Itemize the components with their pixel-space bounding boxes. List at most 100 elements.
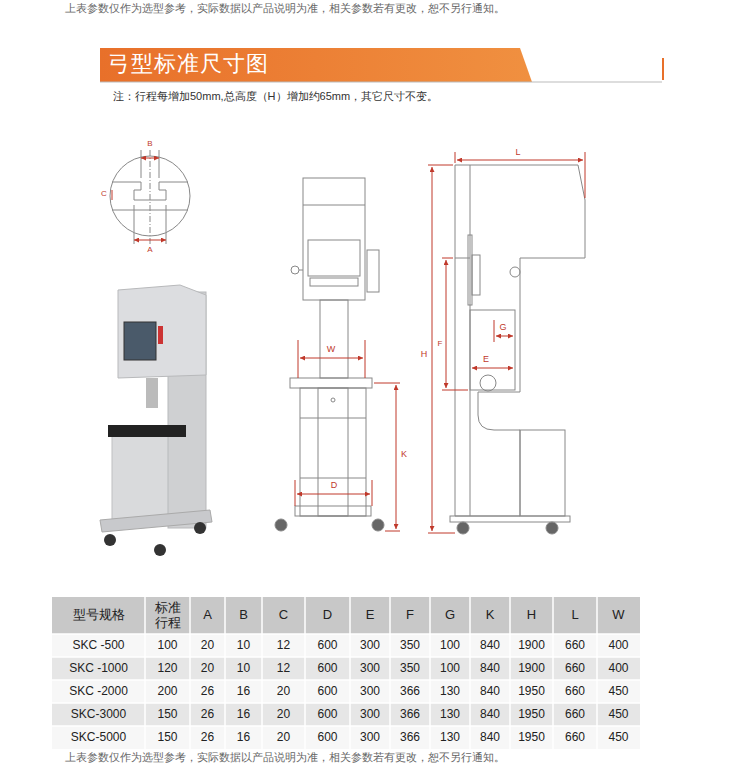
dimension-letter: E bbox=[482, 355, 490, 365]
dimension-letter: G bbox=[498, 323, 507, 333]
dimension-letter: B bbox=[146, 140, 153, 149]
table-cell: 600 bbox=[305, 634, 350, 657]
dimension-letter: K bbox=[400, 450, 408, 460]
table-cell: 660 bbox=[553, 703, 597, 726]
table-cell: 200 bbox=[145, 680, 190, 703]
table-cell: SKC-3000 bbox=[52, 703, 145, 726]
table-cell: 26 bbox=[190, 726, 225, 749]
machine-photo bbox=[100, 285, 212, 556]
table-cell: 600 bbox=[305, 657, 350, 680]
table-background bbox=[52, 597, 640, 749]
table-cell: 400 bbox=[597, 657, 640, 680]
table-cell: 12 bbox=[262, 657, 305, 680]
table-header: C bbox=[262, 597, 305, 634]
table-cell: 300 bbox=[350, 634, 390, 657]
table-cell: 366 bbox=[390, 726, 430, 749]
t-slot-detail bbox=[110, 150, 190, 248]
dimension-letter: D bbox=[330, 481, 339, 491]
table-rule bbox=[52, 656, 640, 658]
table-cell: 840 bbox=[470, 703, 510, 726]
table-cell: 840 bbox=[470, 657, 510, 680]
table-cell: 450 bbox=[597, 680, 640, 703]
table-cell: 840 bbox=[470, 726, 510, 749]
dimension-letter: F bbox=[437, 340, 444, 349]
table-header: F bbox=[390, 597, 430, 634]
table-cell: 840 bbox=[470, 634, 510, 657]
table-header: 型号规格 bbox=[52, 597, 145, 634]
table-cell: 10 bbox=[225, 634, 262, 657]
table-header: B bbox=[225, 597, 262, 634]
table-cell: 1950 bbox=[510, 703, 553, 726]
table-cell: 1900 bbox=[510, 657, 553, 680]
table-cell: 20 bbox=[262, 703, 305, 726]
table-row bbox=[52, 657, 640, 680]
table-cell: 450 bbox=[597, 726, 640, 749]
table-cell: 150 bbox=[145, 726, 190, 749]
table-header: H bbox=[510, 597, 553, 634]
dimension-letter: W bbox=[326, 345, 337, 355]
table-cell: 660 bbox=[553, 657, 597, 680]
table-header: 标准行程 bbox=[145, 597, 190, 634]
table-cell: 366 bbox=[390, 680, 430, 703]
table-cell: 600 bbox=[305, 680, 350, 703]
table-cell: 20 bbox=[262, 680, 305, 703]
table-cell: 1950 bbox=[510, 680, 553, 703]
table-cell: 300 bbox=[350, 726, 390, 749]
dimension-letter: C bbox=[100, 190, 108, 199]
table-cell: 1950 bbox=[510, 726, 553, 749]
table-cell: 350 bbox=[390, 657, 430, 680]
table-cell: 300 bbox=[350, 680, 390, 703]
table-header: K bbox=[470, 597, 510, 634]
table-rule bbox=[52, 702, 640, 704]
table-row bbox=[52, 726, 640, 749]
side-view bbox=[428, 152, 585, 534]
table-cell: 130 bbox=[430, 703, 470, 726]
table-cell: 300 bbox=[350, 657, 390, 680]
table-cell: SKC -1000 bbox=[52, 657, 145, 680]
table-rule bbox=[52, 725, 640, 727]
table-cell: 600 bbox=[305, 703, 350, 726]
table-header: L bbox=[553, 597, 597, 634]
table-cell: SKC -500 bbox=[52, 634, 145, 657]
table-cell: 26 bbox=[190, 703, 225, 726]
table-cell: 100 bbox=[145, 634, 190, 657]
table-cell: 300 bbox=[350, 703, 390, 726]
table-cell: 660 bbox=[553, 726, 597, 749]
table-cell: 16 bbox=[225, 680, 262, 703]
table-cell: 100 bbox=[430, 634, 470, 657]
table-cell: 840 bbox=[470, 680, 510, 703]
table-cell: 450 bbox=[597, 703, 640, 726]
table-row bbox=[52, 680, 640, 703]
note: 注：行程每增加50mm,总高度（H）增加约65mm，其它尺寸不变。 bbox=[113, 90, 438, 102]
table-cell: 660 bbox=[553, 680, 597, 703]
table-cell: 600 bbox=[305, 726, 350, 749]
table-row bbox=[52, 597, 640, 634]
table-rule bbox=[52, 633, 640, 635]
dimension-letter: H bbox=[420, 350, 429, 360]
front-view bbox=[275, 178, 400, 531]
table-cell: 400 bbox=[597, 634, 640, 657]
dimension-letter: A bbox=[146, 246, 153, 255]
table-cell: 350 bbox=[390, 634, 430, 657]
table-cell: 16 bbox=[225, 703, 262, 726]
table-cell: SKC-5000 bbox=[52, 726, 145, 749]
table-row bbox=[52, 634, 640, 657]
table-cell: 130 bbox=[430, 680, 470, 703]
table-cell: SKC -2000 bbox=[52, 680, 145, 703]
table-cell: 26 bbox=[190, 680, 225, 703]
table-header: G bbox=[430, 597, 470, 634]
table-cell: 20 bbox=[262, 726, 305, 749]
table-cell: 20 bbox=[190, 657, 225, 680]
dimension-letter: L bbox=[514, 148, 521, 158]
table-cell: 12 bbox=[262, 634, 305, 657]
table-header: W bbox=[597, 597, 640, 634]
table-header: D bbox=[305, 597, 350, 634]
table-header: A bbox=[190, 597, 225, 634]
table-header: E bbox=[350, 597, 390, 634]
table-cell: 150 bbox=[145, 703, 190, 726]
table-cell: 20 bbox=[190, 634, 225, 657]
page-title: 弓型标准尺寸图 bbox=[108, 52, 269, 76]
table-row bbox=[52, 703, 640, 726]
table-cell: 120 bbox=[145, 657, 190, 680]
footnote: 上表参数仅作为选型参考，实际数据以产品说明为准，相关参数若有更改，恕不另行通知。 bbox=[65, 2, 505, 14]
